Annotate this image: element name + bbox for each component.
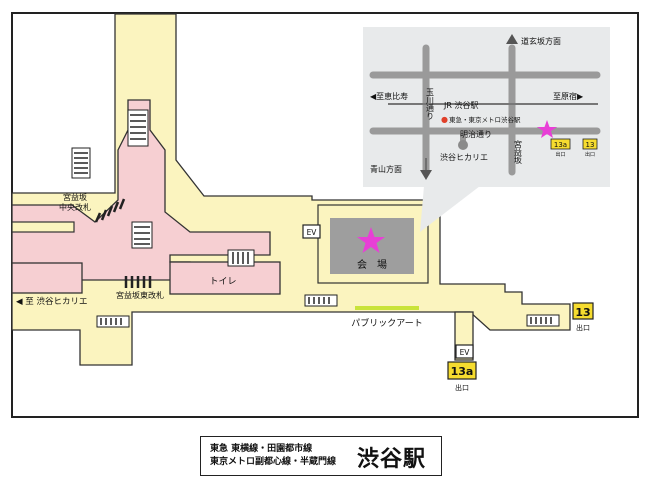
inset-roads [369, 44, 601, 176]
svg-text:13: 13 [575, 306, 590, 319]
to-hikarie-label: ◀ 至 渋谷ヒカリエ [16, 296, 87, 307]
svg-text:出口: 出口 [585, 151, 595, 158]
venue-star [357, 227, 385, 253]
inset-tokyu-metro: 東急・東京メトロ渋谷駅 [449, 115, 521, 124]
inset-tamagawa: 玉川通り [426, 88, 435, 120]
caption-station-name: 渋谷駅 [357, 447, 427, 472]
svg-text:EV: EV [307, 228, 318, 237]
toilet-label: トイレ [209, 277, 236, 287]
inset-harajuku: 至原宿▶ [553, 91, 584, 101]
ticket-gates [94, 198, 152, 288]
inset-dogenzaka: 道玄坂方面 [521, 36, 561, 46]
svg-text:13a: 13a [451, 365, 474, 378]
inset-aoyama: 青山方面 [370, 164, 402, 174]
hikarie-marker [458, 140, 468, 150]
arrow-icon [420, 170, 432, 180]
exit-13-badge: 13 出口 [572, 302, 594, 332]
inset-tokyu-metro-marker: ● [441, 115, 448, 124]
svg-text:宮益坂: 宮益坂 [514, 139, 523, 165]
east-gate-label: 宮益坂東改札 [116, 290, 164, 300]
caption-line-tokyu: 東急 東横線・田園都市線 [210, 444, 313, 454]
station-caption: 東急 東横線・田園都市線 東京メトロ副都心線・半蔵門線 渋谷駅 [200, 436, 442, 476]
gate-area [11, 99, 281, 295]
svg-text:出口: 出口 [576, 323, 590, 332]
stairs-left [71, 109, 255, 267]
inset-meiji: 明治通り [460, 129, 492, 139]
svg-text:13: 13 [586, 141, 595, 149]
central-gate-label: 中央改札 [59, 202, 91, 212]
inset-pointer [420, 186, 480, 232]
svg-text:玉川通り: 玉川通り [426, 88, 435, 120]
inset-exit-13: 13 出口 [582, 138, 598, 158]
svg-text:出口: 出口 [555, 151, 565, 158]
venue-room-outline [317, 204, 429, 284]
inset-ebisu: ◀至恵比寿 [370, 91, 408, 101]
public-art-bar [355, 306, 419, 310]
venue-label: 会 場 [357, 258, 387, 271]
elevator-icon: EV [302, 224, 321, 239]
inset-exit-13a: 13a 出口 [550, 138, 571, 158]
inset-miyamasuzaka: 宮益坂 [514, 139, 523, 165]
arrow-icon [506, 34, 518, 44]
public-art-label: パブリックアート [351, 317, 422, 329]
caption-lines: 東急 東横線・田園都市線 東京メトロ副都心線・半蔵門線 [210, 443, 336, 469]
caption-line-metro: 東京メトロ副都心線・半蔵門線 [210, 457, 337, 467]
svg-text:出口: 出口 [455, 383, 469, 392]
central-gate-label: 宮益坂 [63, 192, 87, 202]
svg-text:13a: 13a [554, 141, 567, 149]
stairs-lower [96, 294, 560, 328]
inset-jr-shibuya: JR 渋谷駅 [443, 100, 478, 110]
inset-star [537, 120, 557, 138]
exit-13a-badge: 13a 出口 [447, 361, 477, 392]
inset-hikarie: 渋谷ヒカリエ [440, 152, 488, 162]
svg-text:EV: EV [460, 348, 471, 357]
elevator-icon: EV [455, 344, 474, 359]
inset-map [363, 27, 610, 187]
